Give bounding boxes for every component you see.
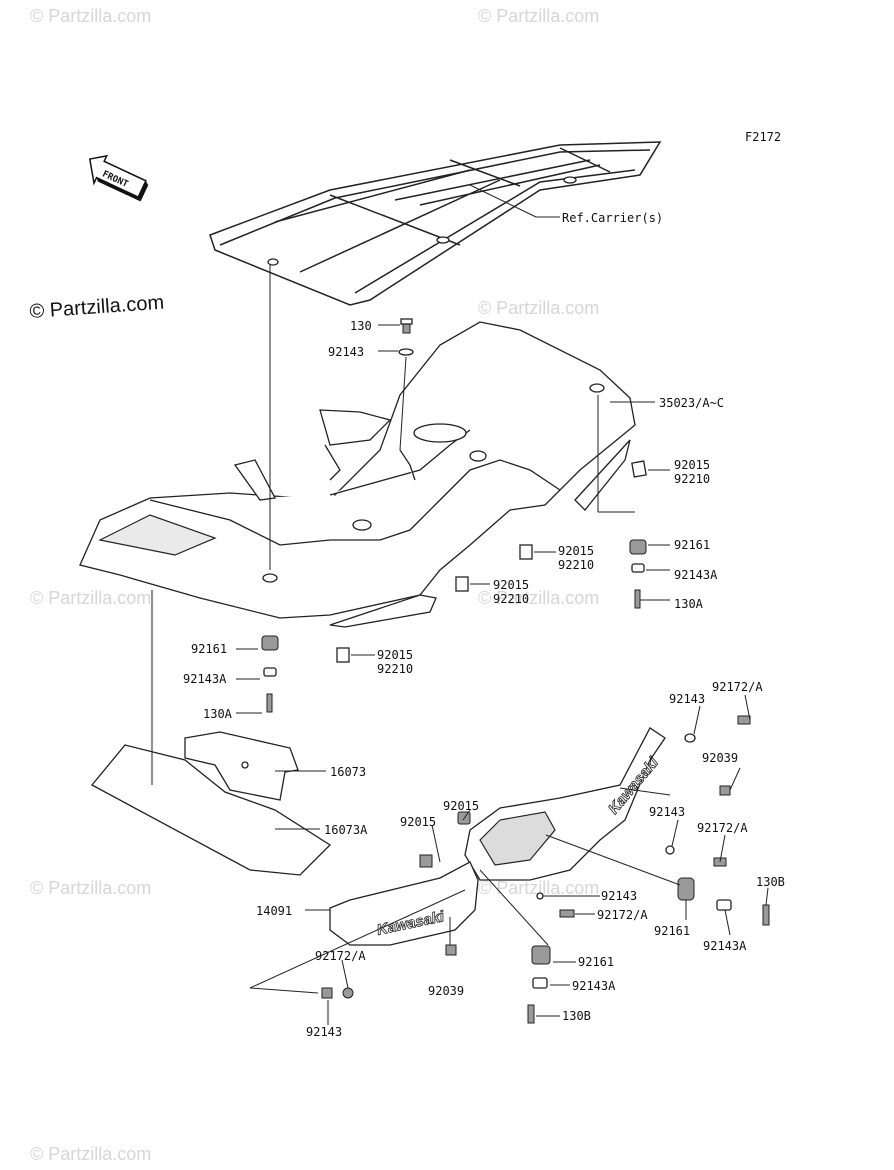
callout-92015: 92015 xyxy=(377,648,413,662)
callout-35023: 35023/A~C xyxy=(659,396,724,410)
callout-92039: 92039 xyxy=(428,984,464,998)
callout-92015: 92015 xyxy=(493,578,529,592)
callout-130B: 130B xyxy=(562,1009,591,1023)
callout-130A: 130A xyxy=(203,707,233,721)
callout-92143A: 92143A xyxy=(572,979,616,993)
figure-code: F2172 xyxy=(745,130,781,144)
watermark: © Partzilla.com xyxy=(30,6,151,26)
callout-14091: 14091 xyxy=(256,904,292,918)
hardware-parts xyxy=(261,318,770,1024)
callout-130B: 130B xyxy=(756,875,785,889)
callout-92143A: 92143A xyxy=(703,939,747,953)
callout-labels: Ref.Carrier(s) 130 92143 35023/A~C 92015… xyxy=(183,211,785,1039)
callout-16073A: 16073A xyxy=(324,823,368,837)
callout-ref-carrier: Ref.Carrier(s) xyxy=(562,211,663,225)
front-arrow-icon: FRONT xyxy=(88,154,149,202)
carrier-rack xyxy=(209,141,662,306)
watermark-group: © Partzilla.com © Partzilla.com © Partzi… xyxy=(30,6,599,1164)
callout-92172A: 92172/A xyxy=(712,680,763,694)
watermark: © Partzilla.com xyxy=(478,6,599,26)
copyright-text: © Partzilla.com xyxy=(29,292,165,323)
callout-92143: 92143 xyxy=(306,1025,342,1039)
callout-92210: 92210 xyxy=(377,662,413,676)
watermark: © Partzilla.com xyxy=(478,298,599,318)
watermark: © Partzilla.com xyxy=(478,588,599,608)
callout-130: 130 xyxy=(350,319,372,333)
watermark: © Partzilla.com xyxy=(30,1144,151,1164)
callout-92143: 92143 xyxy=(601,889,637,903)
callout-92161: 92161 xyxy=(191,642,227,656)
leader-lines xyxy=(151,184,769,1025)
watermark: © Partzilla.com xyxy=(478,878,599,898)
callout-92210: 92210 xyxy=(674,472,710,486)
watermark: © Partzilla.com xyxy=(30,878,151,898)
callout-92015: 92015 xyxy=(558,544,594,558)
callout-92143A: 92143A xyxy=(674,568,718,582)
callout-92161: 92161 xyxy=(654,924,690,938)
callout-92172A: 92172/A xyxy=(697,821,748,835)
side-cover-right: Kawasaki xyxy=(464,727,666,881)
callout-92143A: 92143A xyxy=(183,672,227,686)
callout-16073: 16073 xyxy=(330,765,366,779)
callout-92161: 92161 xyxy=(578,955,614,969)
side-cover-left: Kawasaki xyxy=(329,861,479,946)
callout-92161: 92161 xyxy=(674,538,710,552)
watermark: © Partzilla.com xyxy=(30,588,151,608)
callout-92210: 92210 xyxy=(493,592,529,606)
mud-flap-16073 xyxy=(184,731,299,801)
callout-92015: 92015 xyxy=(674,458,710,472)
callout-92015: 92015 xyxy=(443,799,479,813)
callout-92143: 92143 xyxy=(328,345,364,359)
callout-92143: 92143 xyxy=(649,805,685,819)
rear-fender xyxy=(79,321,636,628)
callout-92210: 92210 xyxy=(558,558,594,572)
callout-130A: 130A xyxy=(674,597,704,611)
callout-92172A: 92172/A xyxy=(597,908,648,922)
callout-92015: 92015 xyxy=(400,815,436,829)
callout-92172A: 92172/A xyxy=(315,949,366,963)
callout-92039: 92039 xyxy=(702,751,738,765)
callout-92143: 92143 xyxy=(669,692,705,706)
